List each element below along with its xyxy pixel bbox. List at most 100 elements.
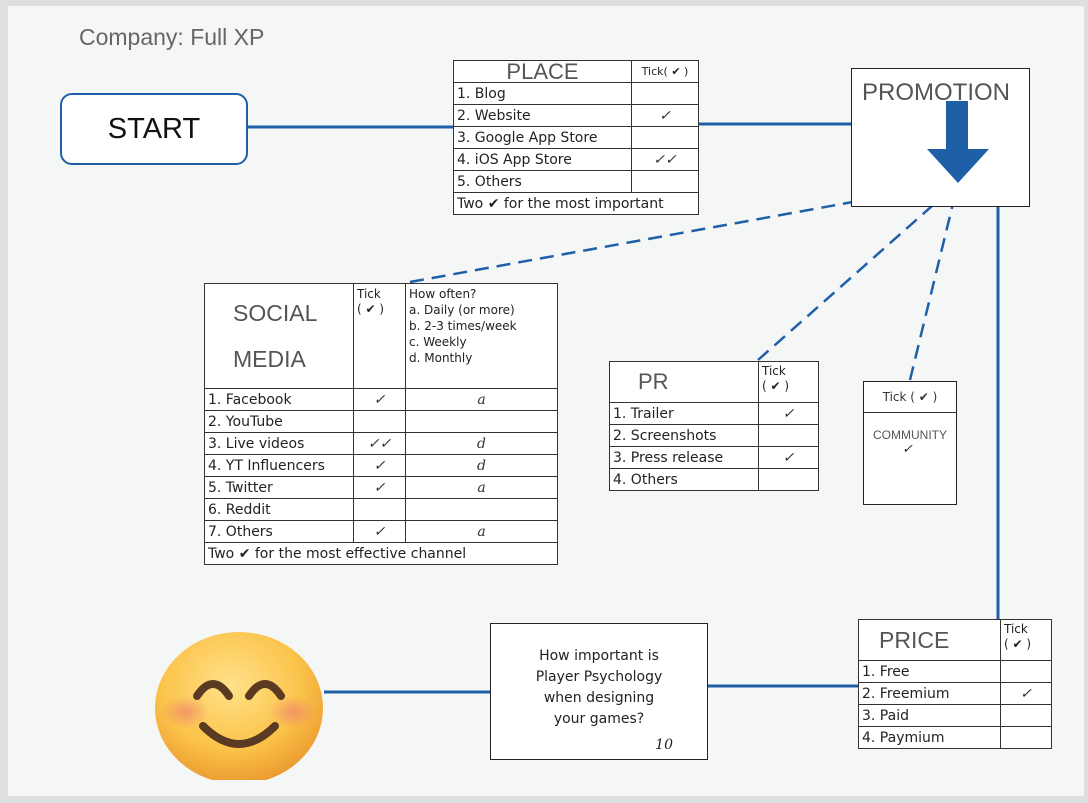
price-row-label: 1. Free — [858, 660, 1001, 683]
community-mark: ✓ — [902, 442, 913, 457]
table-row: 2. YouTube — [204, 410, 558, 433]
psychology-score: 10 — [655, 737, 673, 753]
place-row-label: 2. Website — [453, 104, 632, 127]
price-row-label: 4. Paymium — [858, 726, 1001, 749]
place-row-label: 3. Google App Store — [453, 126, 632, 149]
social-row-freq: a — [405, 520, 558, 543]
pr-row-mark: ✓ — [758, 446, 819, 469]
social-row-freq — [405, 498, 558, 521]
psychology-question-box: How important is Player Psychology when … — [490, 623, 708, 760]
price-row-mark — [1000, 660, 1052, 683]
social-row-freq: a — [405, 388, 558, 411]
table-row: 2. Screenshots — [609, 424, 819, 447]
how-often-option: b. 2-3 times/week — [409, 319, 517, 333]
question-line: Player Psychology — [535, 669, 663, 685]
social-row-tick: ✓ — [353, 388, 406, 411]
place-footer: Two ✔ for the most important — [453, 192, 699, 215]
social-row-tick: ✓ — [353, 476, 406, 499]
place-row-mark: ✓ — [631, 104, 699, 127]
place-row-label: 4. iOS App Store — [453, 148, 632, 171]
social-title: SOCIAL MEDIA — [204, 283, 354, 389]
divider — [864, 412, 956, 413]
pr-row-label: 1. Trailer — [609, 402, 759, 425]
social-footer: Two ✔ for the most effective channel — [204, 542, 558, 565]
place-row-mark: ✓✓ — [631, 148, 699, 171]
table-row: 3. Press release✓ — [609, 446, 819, 469]
social-how-header: How often? a. Daily (or more) b. 2-3 tim… — [405, 283, 558, 389]
price-tick-header: Tick ( ✔ ) — [1000, 619, 1052, 661]
pr-row-label: 2. Screenshots — [609, 424, 759, 447]
psychology-question: How important is Player Psychology when … — [491, 646, 707, 730]
community-box: Tick ( ✔ ) COMMUNITY ✓ — [863, 381, 957, 505]
promotion-box: PROMOTION — [851, 68, 1030, 207]
pr-row-label: 4. Others — [609, 468, 759, 491]
place-row-mark — [631, 126, 699, 149]
social-media-table: SOCIAL MEDIA Tick ( ✔ ) How often? a. Da… — [204, 283, 558, 565]
pr-title: PR — [609, 361, 759, 403]
social-row-freq: d — [405, 454, 558, 477]
social-row-tick: ✓ — [353, 454, 406, 477]
social-row-label: 5. Twitter — [204, 476, 354, 499]
price-row-mark — [1000, 704, 1052, 727]
social-row-label: 7. Others — [204, 520, 354, 543]
social-row-freq — [405, 410, 558, 433]
place-title: PLACE — [453, 60, 632, 83]
how-often-option: d. Monthly — [409, 351, 473, 365]
social-row-label: 3. Live videos — [204, 432, 354, 455]
table-row: 4. Others — [609, 468, 819, 491]
social-row-freq: d — [405, 432, 558, 455]
social-row-label: 2. YouTube — [204, 410, 354, 433]
pr-table: PR Tick ( ✔ ) 1. Trailer✓ 2. Screenshots… — [609, 361, 819, 491]
social-title-line1: SOCIAL — [233, 300, 318, 326]
social-row-freq: a — [405, 476, 558, 499]
down-arrow-icon — [927, 101, 989, 183]
pr-row-mark: ✓ — [758, 402, 819, 425]
place-row-mark — [631, 170, 699, 193]
price-row-mark: ✓ — [1000, 682, 1052, 705]
price-row-mark — [1000, 726, 1052, 749]
company-name: Company: Full XP — [79, 24, 265, 50]
pr-row-label: 3. Press release — [609, 446, 759, 469]
table-row: 1. Free — [858, 660, 1052, 683]
table-row: 5. Twitter✓a — [204, 476, 558, 499]
social-row-tick: ✓✓ — [353, 432, 406, 455]
social-row-label: 1. Facebook — [204, 388, 354, 411]
place-table: PLACE Tick( ✔ ) 1. Blog 2. Website✓ 3. G… — [453, 60, 699, 215]
table-row: 6. Reddit — [204, 498, 558, 521]
social-row-tick — [353, 498, 406, 521]
question-line: your games? — [553, 711, 645, 727]
social-title-line2: MEDIA — [233, 346, 306, 372]
promotion-title: PROMOTION — [862, 79, 1010, 106]
table-row: 4. YT Influencers✓d — [204, 454, 558, 477]
social-tick-header: Tick ( ✔ ) — [353, 283, 406, 389]
table-row: 2. Freemium✓ — [858, 682, 1052, 705]
community-tick-header: Tick ( ✔ ) — [882, 390, 938, 404]
social-row-label: 4. YT Influencers — [204, 454, 354, 477]
pr-row-mark — [758, 468, 819, 491]
place-row-label: 5. Others — [453, 170, 632, 193]
table-row: 4. Paymium — [858, 726, 1052, 749]
community-label: COMMUNITY — [873, 428, 947, 442]
table-row: 1. Facebook✓a — [204, 388, 558, 411]
pr-tick-header: Tick ( ✔ ) — [758, 361, 819, 403]
table-row: 3. Live videos✓✓d — [204, 432, 558, 455]
table-row: 1. Trailer✓ — [609, 402, 819, 425]
place-row-mark — [631, 82, 699, 105]
start-node: START — [60, 93, 248, 165]
place-row-label: 1. Blog — [453, 82, 632, 105]
question-line: How important is — [539, 648, 659, 664]
social-row-tick — [353, 410, 406, 433]
how-often-option: c. Weekly — [409, 335, 467, 349]
price-title: PRICE — [858, 619, 1001, 661]
social-row-label: 6. Reddit — [204, 498, 354, 521]
smiling-face-emoji-icon — [155, 632, 323, 780]
how-often-option: a. Daily (or more) — [409, 303, 515, 317]
how-often-title: How often? — [409, 287, 477, 301]
social-row-tick: ✓ — [353, 520, 406, 543]
place-tick-header: Tick( ✔ ) — [631, 60, 699, 83]
price-row-label: 2. Freemium — [858, 682, 1001, 705]
table-row: 3. Paid — [858, 704, 1052, 727]
question-line: when designing — [543, 690, 655, 706]
price-table: PRICE Tick ( ✔ ) 1. Free 2. Freemium✓ 3.… — [858, 619, 1052, 749]
table-row: 7. Others✓a — [204, 520, 558, 543]
